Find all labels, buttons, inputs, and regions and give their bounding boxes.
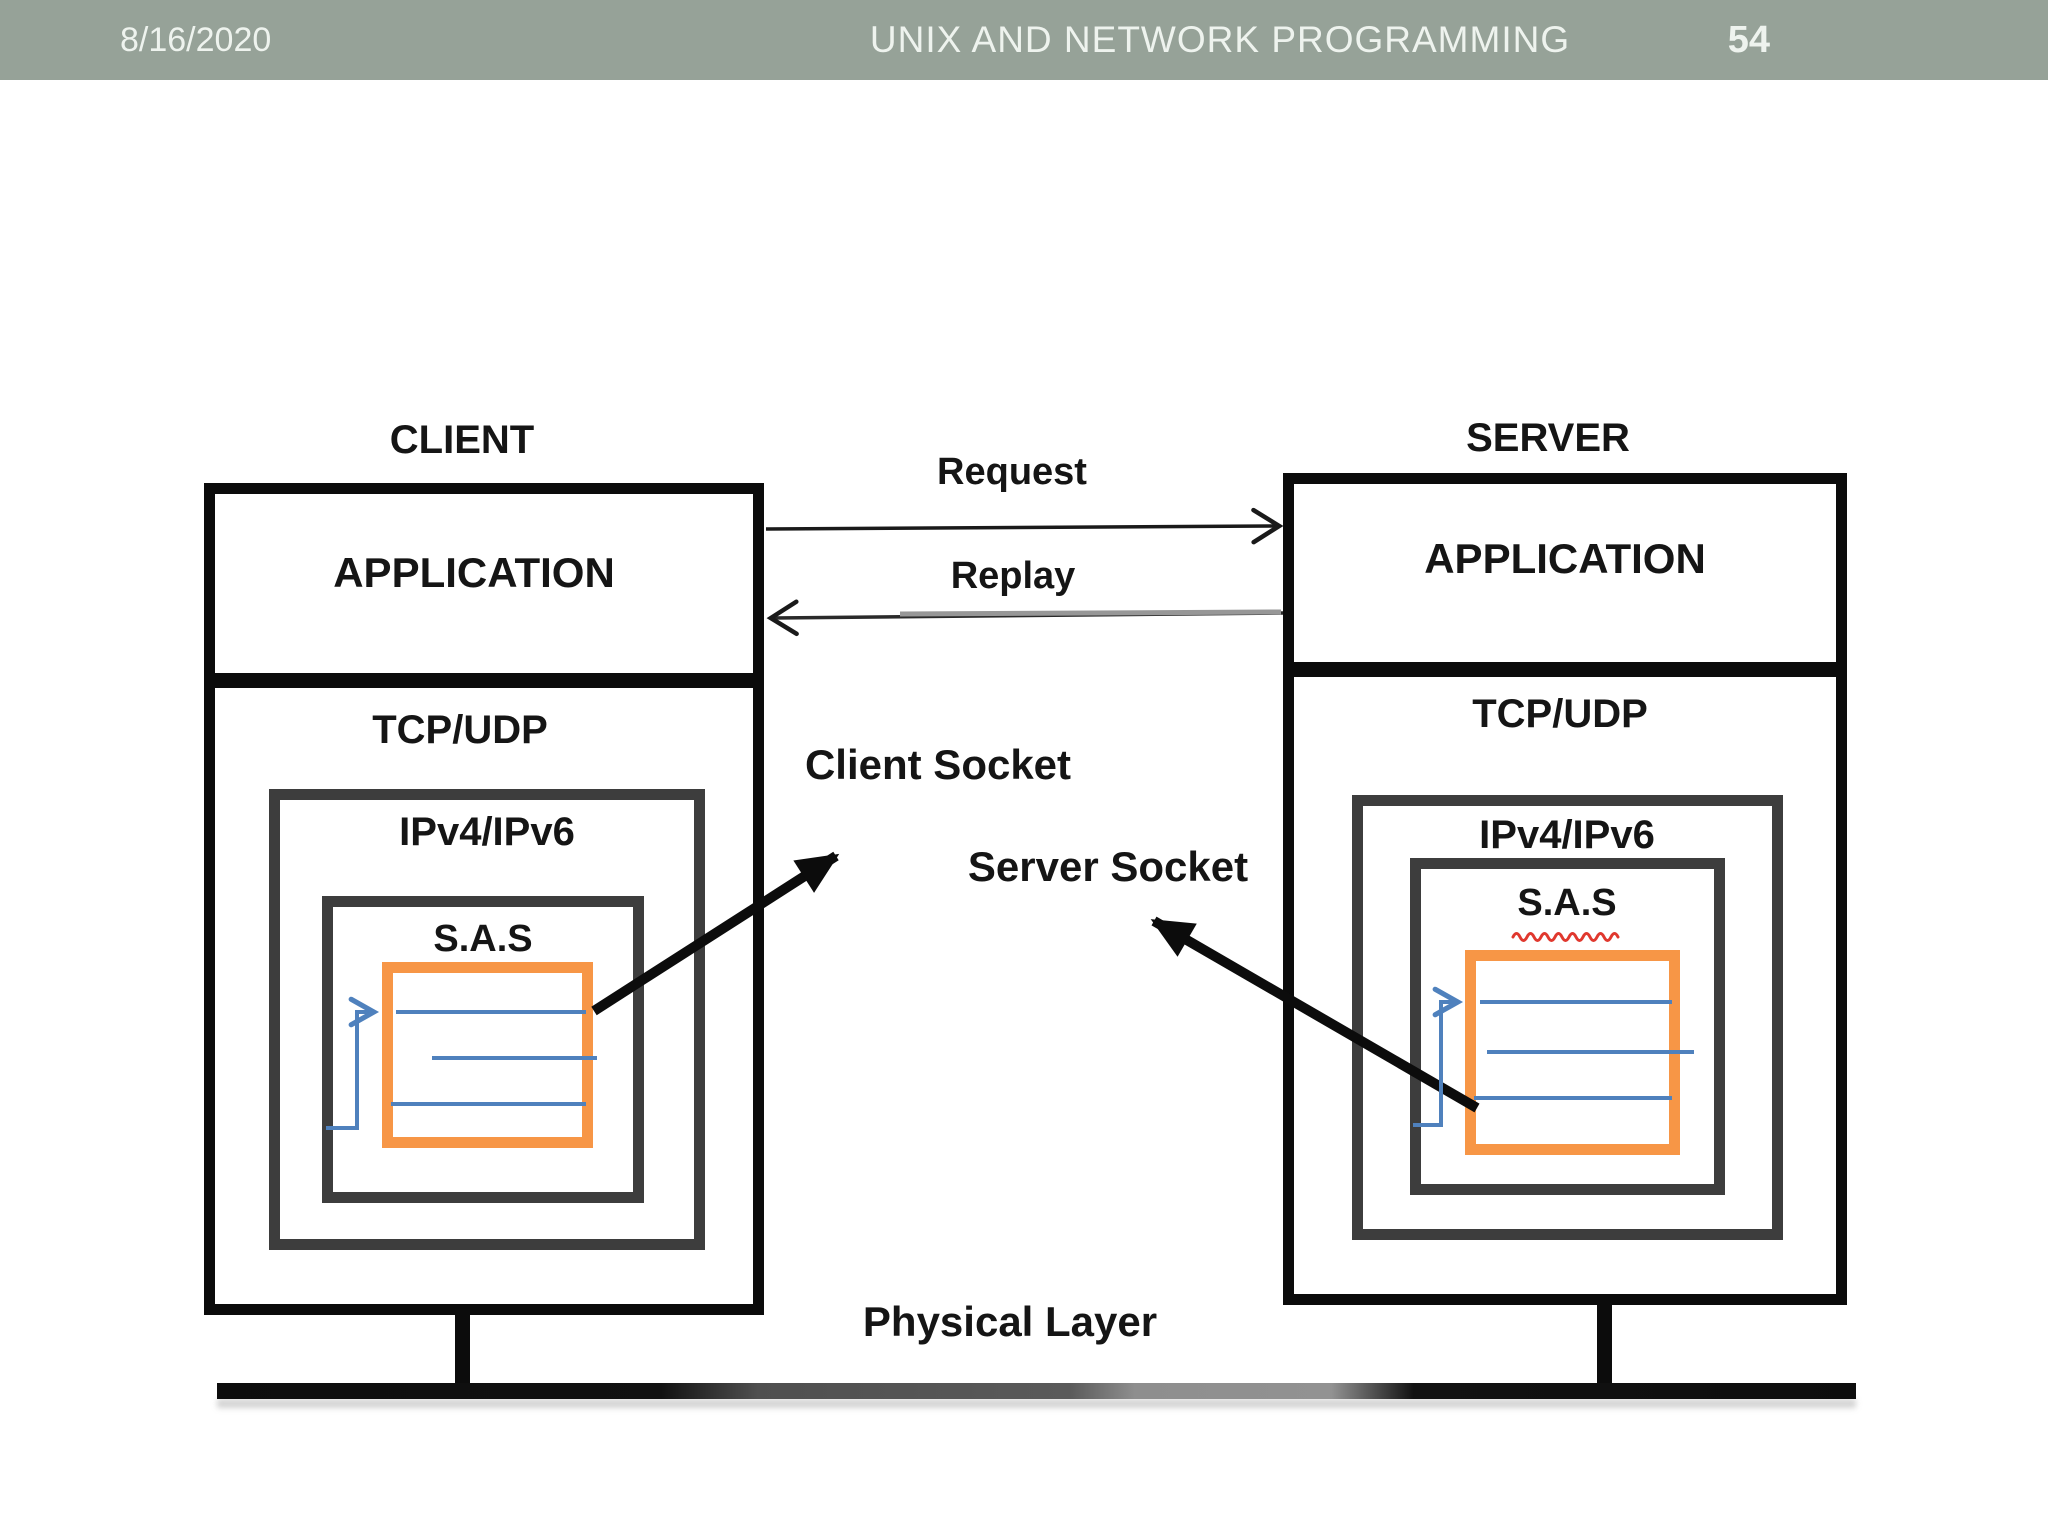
client-application-divider: [204, 673, 764, 688]
client-ipv4-box: [269, 789, 705, 1250]
client-socket-label: Client Socket: [804, 741, 1072, 788]
client-ip-label: IPv4/IPv6: [399, 810, 575, 854]
server-socket-box: [1465, 950, 1680, 1155]
replay-label: Replay: [950, 555, 1076, 597]
server-bus-stub: [1597, 1300, 1612, 1391]
client-application-label: APPLICATION: [333, 549, 615, 596]
client-sas-label: S.A.S: [433, 918, 533, 960]
header-date: 8/16/2020: [120, 20, 272, 59]
slide-header-bar: 8/16/2020 UNIX AND NETWORK PROGRAMMING 5…: [0, 0, 2048, 80]
bus-shadow: [217, 1399, 1856, 1408]
server-ip-label: IPv4/IPv6: [1479, 813, 1655, 857]
server-application-divider: [1283, 662, 1847, 677]
server-sas-label: S.A.S: [1517, 882, 1617, 924]
physical-layer-label: Physical Layer: [862, 1298, 1158, 1345]
physical-layer-bus: [217, 1383, 1856, 1399]
request-arrow: [765, 507, 1284, 545]
replay-arrow-gray-segment: [899, 609, 1282, 617]
client-socket-box: [382, 962, 593, 1148]
server-tcp-label: TCP/UDP: [1472, 692, 1648, 736]
server-socket-label: Server Socket: [967, 843, 1249, 890]
server-title: SERVER: [1466, 416, 1630, 460]
client-bus-stub: [455, 1309, 470, 1391]
header-title: UNIX AND NETWORK PROGRAMMING: [869, 19, 1571, 60]
replay-arrow: [766, 599, 1284, 637]
client-tcp-label: TCP/UDP: [372, 708, 548, 752]
client-title: CLIENT: [389, 418, 535, 462]
server-box: [1283, 473, 1847, 1305]
server-application-label: APPLICATION: [1424, 535, 1706, 582]
header-page-number: 54: [1727, 18, 1770, 61]
request-label: Request: [937, 451, 1087, 493]
